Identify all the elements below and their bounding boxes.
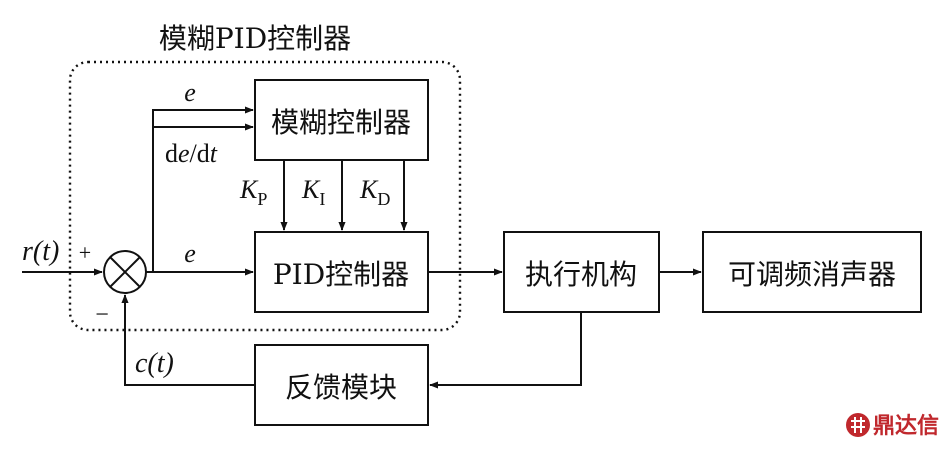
gain-kp-subscript: P: [257, 189, 267, 209]
actuator-label: 执行机构: [525, 258, 637, 291]
fuzzy-controller-block: 模糊控制器: [254, 79, 429, 161]
summing-junction: [103, 250, 147, 294]
derivative-d1: d: [165, 139, 178, 168]
derivative-label: de/dt: [165, 139, 218, 168]
gain-ki-label: KI: [301, 175, 325, 209]
fuzzy-pid-group-frame: [68, 60, 462, 332]
gain-kp-label: KP: [239, 175, 267, 209]
pid-controller-label: PID控制器: [273, 258, 409, 291]
gain-kp-symbol: K: [239, 175, 259, 204]
feedback-label: 反馈模块: [285, 371, 397, 404]
watermark-logo: 鼎达信: [846, 413, 939, 439]
fuzzy-controller-label: 模糊控制器: [271, 106, 411, 139]
derivative-d2: d: [197, 139, 210, 168]
group-label: 模糊PID控制器: [159, 22, 351, 55]
error-to-fuzzy-arrow: [152, 106, 254, 272]
gain-ki-symbol: K: [301, 175, 321, 204]
gain-kd-subscript: D: [377, 189, 390, 209]
plus-sign: +: [79, 240, 91, 265]
derivative-slash: /: [190, 139, 198, 168]
gain-kd-symbol: K: [359, 175, 379, 204]
actuator-block: 执行机构: [503, 231, 660, 313]
error-top-label: e: [184, 78, 196, 107]
derivative-e: e: [178, 139, 190, 168]
actuator-to-feedback-arrow: [429, 312, 582, 389]
feedback-signal-label: c(t): [135, 348, 174, 379]
watermark-text: 鼎达信: [873, 413, 939, 439]
gain-ki-subscript: I: [319, 189, 325, 209]
feedback-to-junction-arrow: [121, 294, 255, 386]
muffler-block: 可调频消声器: [702, 231, 922, 313]
minus-sign: −: [95, 302, 109, 328]
pid-controller-block: PID控制器: [254, 231, 429, 313]
input-signal-label: r(t): [22, 236, 59, 267]
watermark-icon: [846, 413, 870, 437]
error-mid-label: e: [184, 239, 196, 268]
muffler-label: 可调频消声器: [728, 258, 896, 291]
derivative-t: t: [210, 139, 218, 168]
feedback-block: 反馈模块: [254, 344, 429, 426]
gain-kd-label: KD: [359, 175, 390, 209]
